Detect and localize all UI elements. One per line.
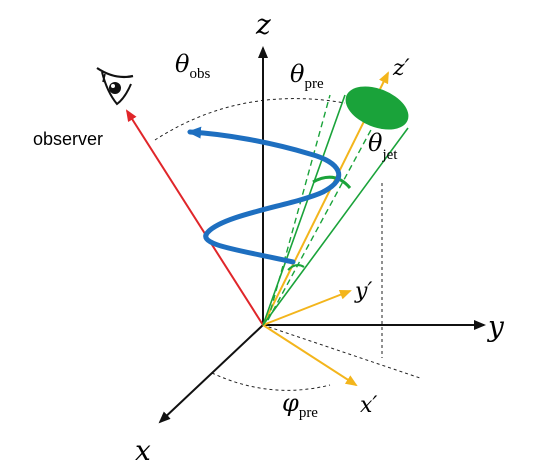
precession-helix (187, 126, 342, 265)
theta-obs-arc (154, 98, 346, 141)
jet-angle-arc (312, 175, 352, 190)
x-prime-label: x′ (360, 393, 377, 418)
pre-angle-arc (287, 264, 305, 271)
y-prime-axis (262, 289, 352, 326)
y-prime-label: y′ (354, 279, 372, 304)
jet-cone-cap (345, 86, 409, 130)
theta-pre-label: θpre (290, 60, 324, 92)
z-axis-label: z (255, 8, 271, 41)
z-prime-label: z′ (392, 56, 410, 81)
x-prime-axis (262, 324, 358, 387)
theta-jet-label: θjet (368, 129, 398, 163)
phi-pre-arc (211, 372, 331, 391)
x-axis (158, 324, 264, 424)
y-axis-label: y (486, 310, 505, 343)
eye-icon (96, 67, 134, 106)
jet-cone-edge-left (262, 94, 346, 326)
jet-cone-edge-right (262, 127, 409, 326)
observer-line (125, 109, 264, 326)
observer-label: observer (33, 129, 103, 149)
x-axis-label: x (135, 434, 151, 467)
jet-cone-edge-right-dashed (267, 127, 373, 321)
projection-line-ground (262, 324, 421, 379)
phi-pre-label: φpre (282, 389, 318, 421)
theta-obs-label: θobs (175, 50, 210, 82)
jet-cone-edge-left-dashed (267, 94, 331, 321)
